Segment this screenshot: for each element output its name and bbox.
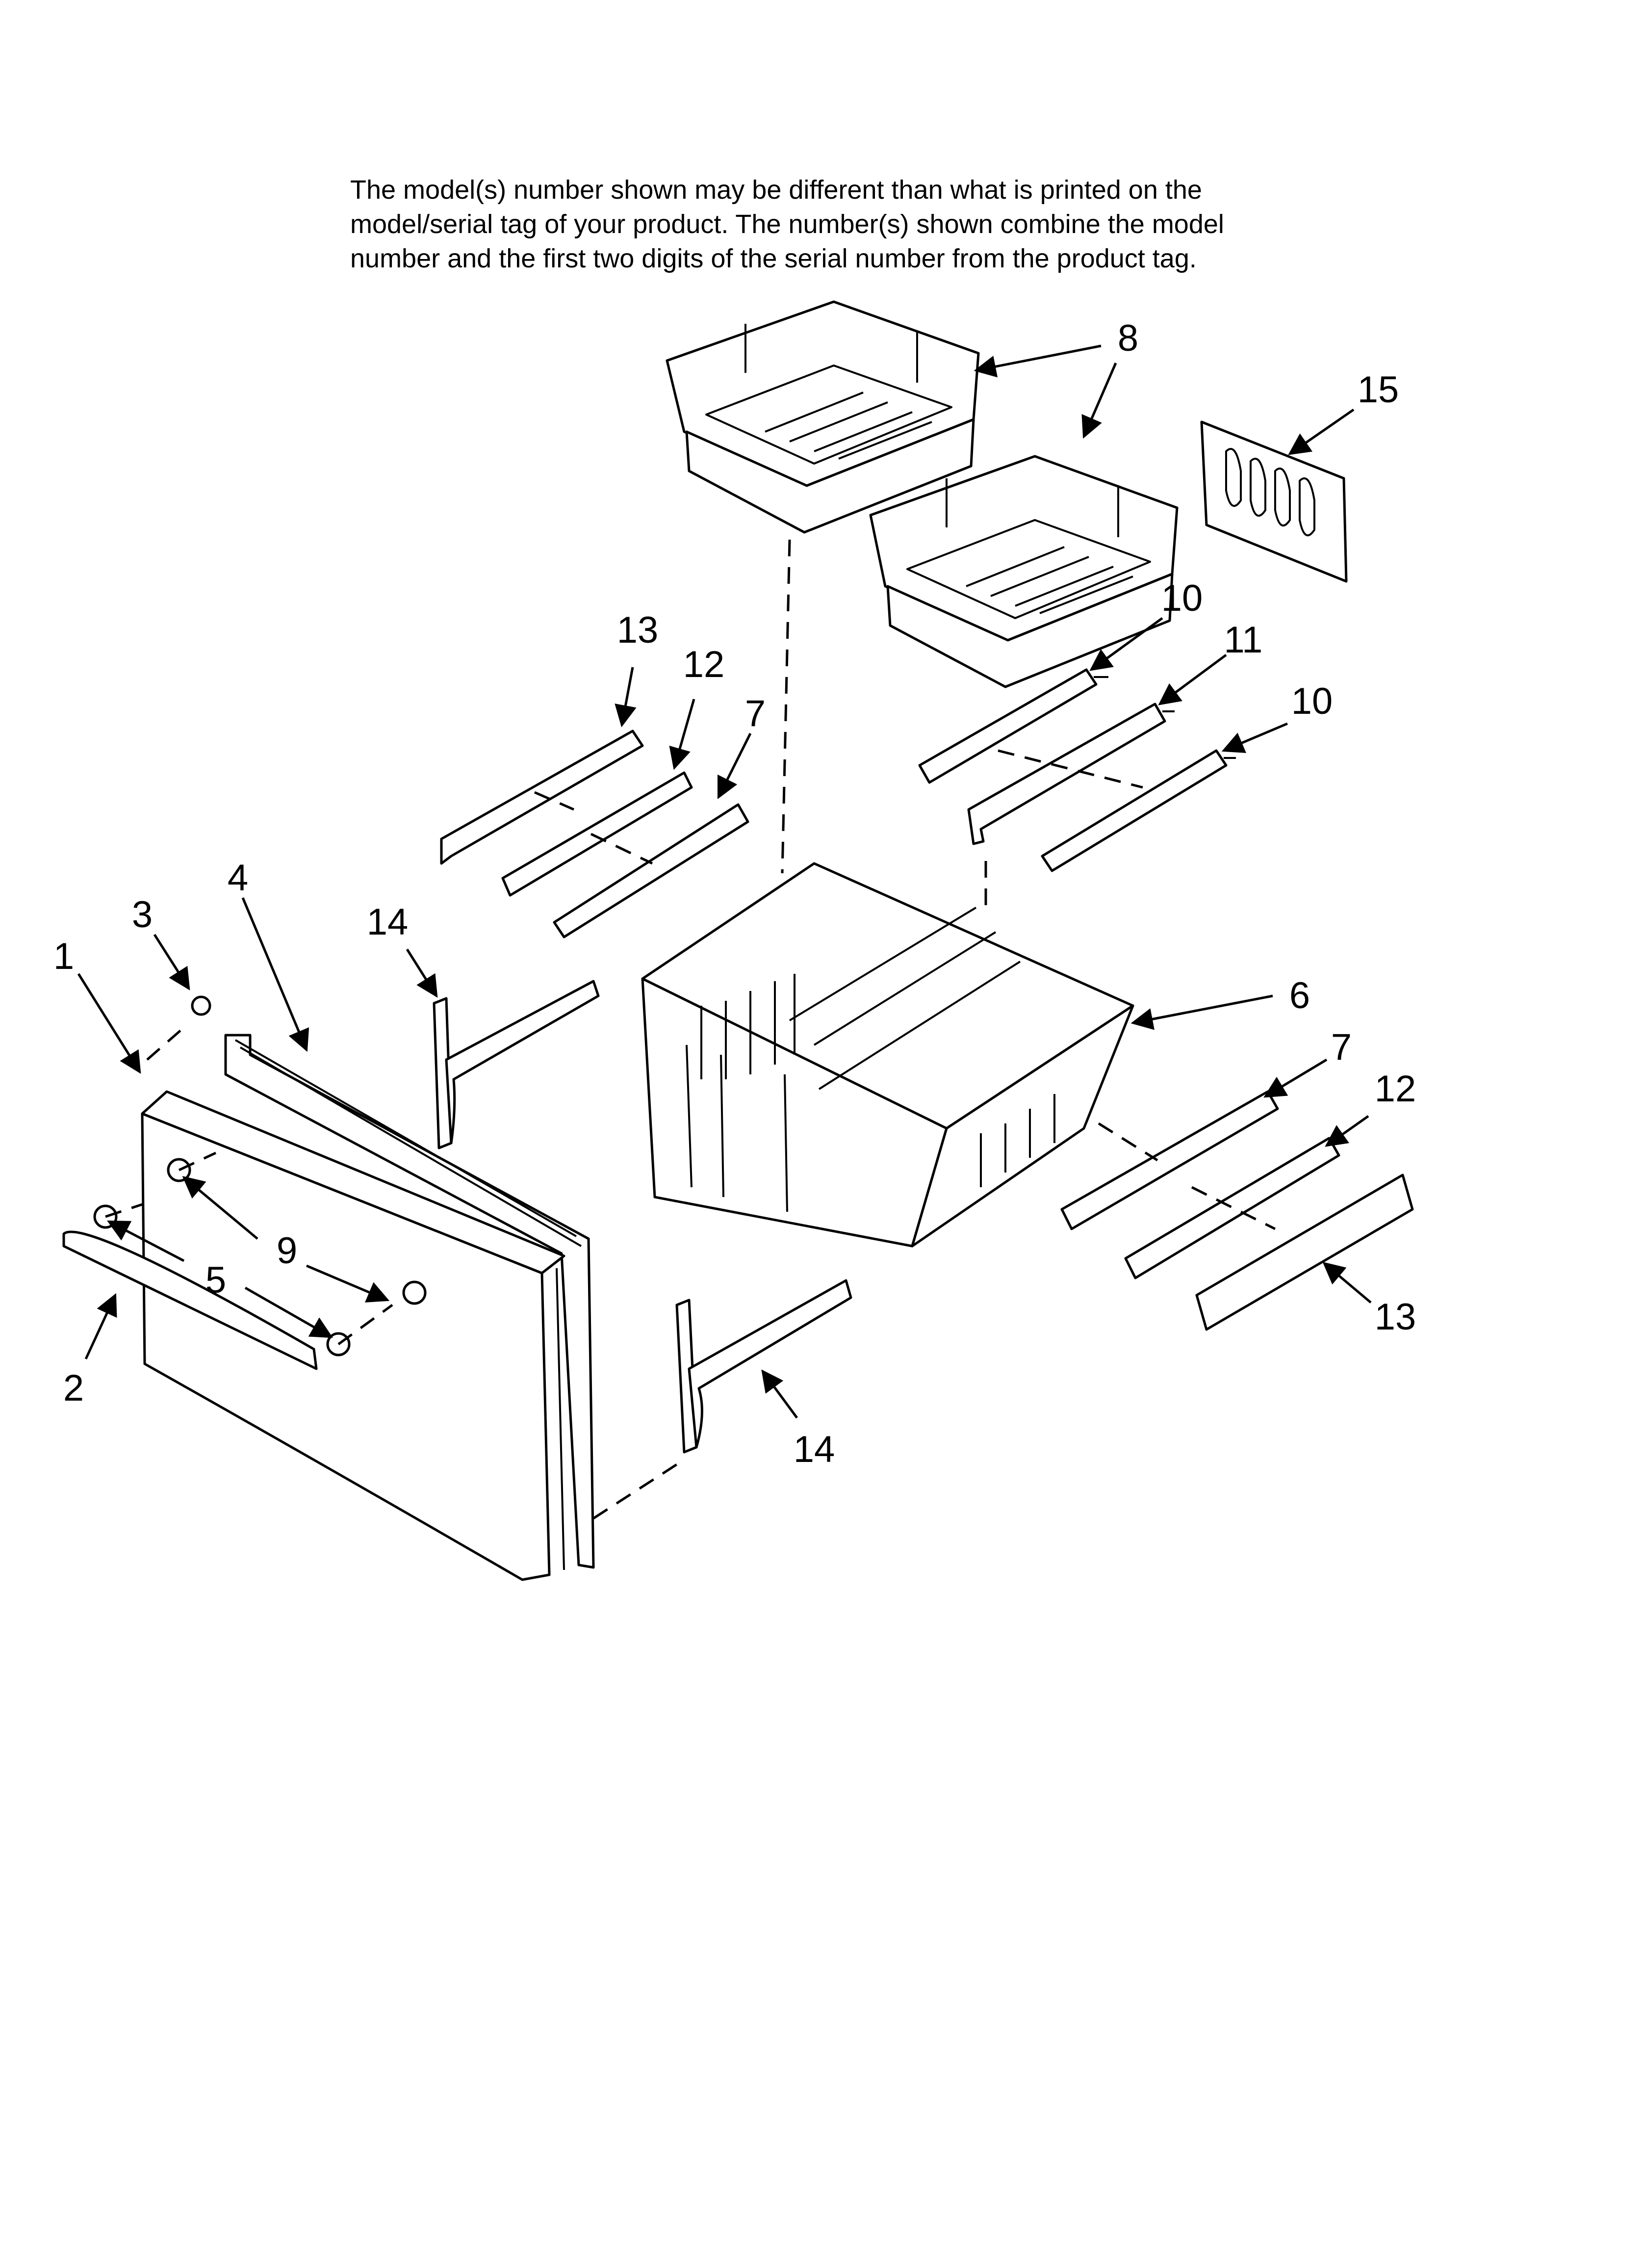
note-line-3: number and the first two digits of the s… [350,244,1197,273]
door-handle [62,1230,318,1370]
note-line-2: model/serial tag of your product. The nu… [350,209,1224,239]
alignment-lines [105,539,1276,1520]
callout-9: 9 [277,1230,297,1272]
model-number-note: The model(s) number shown may be differe… [350,173,1527,276]
callout-12-lower: 12 [1375,1068,1416,1110]
callout-6: 6 [1289,975,1310,1017]
left-upper-rails [440,730,749,938]
upper-basket-2 [869,455,1179,688]
callout-14-lower: 14 [794,1429,835,1470]
callout-15: 15 [1358,369,1399,411]
callout-7-upper: 7 [745,693,766,734]
callout-1: 1 [53,936,74,977]
callout-5: 5 [205,1259,226,1301]
upper-basket-1 [666,300,980,534]
right-upper-rails [918,668,1236,872]
slide-bracket-upper [433,980,600,1149]
freezer-basket-pan [641,862,1134,1248]
basket-divider [1200,420,1348,583]
freezer-door-panel [141,1090,565,1581]
callout-10-lower: 10 [1291,680,1333,722]
note-line-1: The model(s) number shown may be differe… [350,175,1202,205]
callout-3: 3 [132,894,153,936]
right-lower-rails [1060,1090,1414,1331]
slide-bracket-lower [675,1279,852,1454]
callout-4: 4 [228,857,248,899]
door-gasket [224,1034,595,1569]
callout-labels: 1 2 3 4 5 6 7 7 8 9 10 10 11 12 12 13 13… [53,317,1416,1470]
callout-12-upper: 12 [683,644,725,685]
callout-7-lower: 7 [1331,1026,1352,1068]
callout-13-upper: 13 [617,609,659,651]
callout-10-upper: 10 [1161,577,1203,619]
callout-8: 8 [1118,317,1138,359]
callout-13-lower: 13 [1375,1296,1416,1338]
leader-lines [77,344,1372,1419]
callout-2: 2 [63,1367,84,1409]
callout-11: 11 [1224,619,1263,661]
callout-14-upper: 14 [367,901,409,943]
